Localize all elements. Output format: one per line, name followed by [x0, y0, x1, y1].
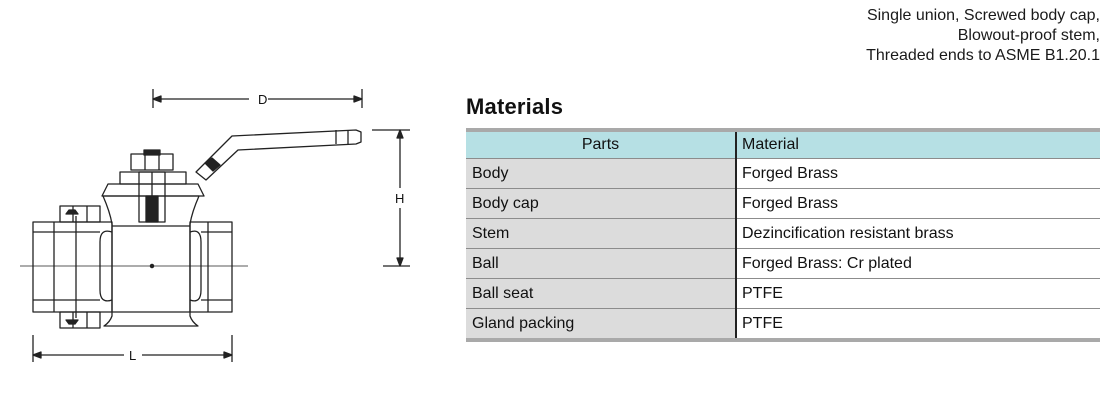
valve-body	[20, 195, 248, 329]
column-header-parts: Parts	[466, 130, 737, 159]
valve-handle	[195, 129, 362, 181]
description-line: Threaded ends to ASME B1.20.1	[866, 47, 1100, 64]
table-row: Ball seat PTFE	[466, 278, 1100, 309]
dimension-d	[152, 89, 363, 108]
table-row: Ball Forged Brass: Cr plated	[466, 248, 1100, 279]
valve-stem	[101, 149, 205, 223]
table-header-row: Parts Material	[466, 130, 1100, 159]
dimension-l	[32, 335, 233, 362]
part-cell: Stem	[466, 218, 737, 249]
materials-title: Materials	[466, 94, 564, 119]
materials-table: Parts Material Body Forged Brass Body ca…	[466, 128, 1100, 342]
description-line: Blowout-proof stem,	[957, 27, 1100, 44]
dimension-d-label: D	[258, 92, 267, 107]
part-cell: Body cap	[466, 188, 737, 219]
dimension-h	[372, 129, 410, 267]
description-line: Single union, Screwed body cap,	[866, 7, 1100, 24]
valve-drawing: D H L	[20, 89, 410, 363]
dimension-h-label: H	[395, 191, 404, 206]
material-cell: Forged Brass	[736, 158, 1100, 189]
column-header-material: Material	[736, 130, 1100, 159]
table-row: Gland packing PTFE	[466, 308, 1100, 342]
material-cell: PTFE	[736, 278, 1100, 309]
part-cell: Ball	[466, 248, 737, 279]
table-row: Stem Dezincification resistant brass	[466, 218, 1100, 249]
part-cell: Body	[466, 158, 737, 189]
material-cell: Forged Brass	[736, 188, 1100, 219]
material-cell: Forged Brass: Cr plated	[736, 248, 1100, 279]
part-cell: Ball seat	[466, 278, 737, 309]
part-cell: Gland packing	[466, 308, 737, 342]
material-cell: Dezincification resistant brass	[736, 218, 1100, 249]
table-row: Body cap Forged Brass	[466, 188, 1100, 219]
table-row: Body Forged Brass	[466, 158, 1100, 189]
product-description: Single union, Screwed body cap, Blowout-…	[660, 6, 1100, 66]
material-cell: PTFE	[736, 308, 1100, 342]
dimension-l-label: L	[129, 348, 136, 363]
